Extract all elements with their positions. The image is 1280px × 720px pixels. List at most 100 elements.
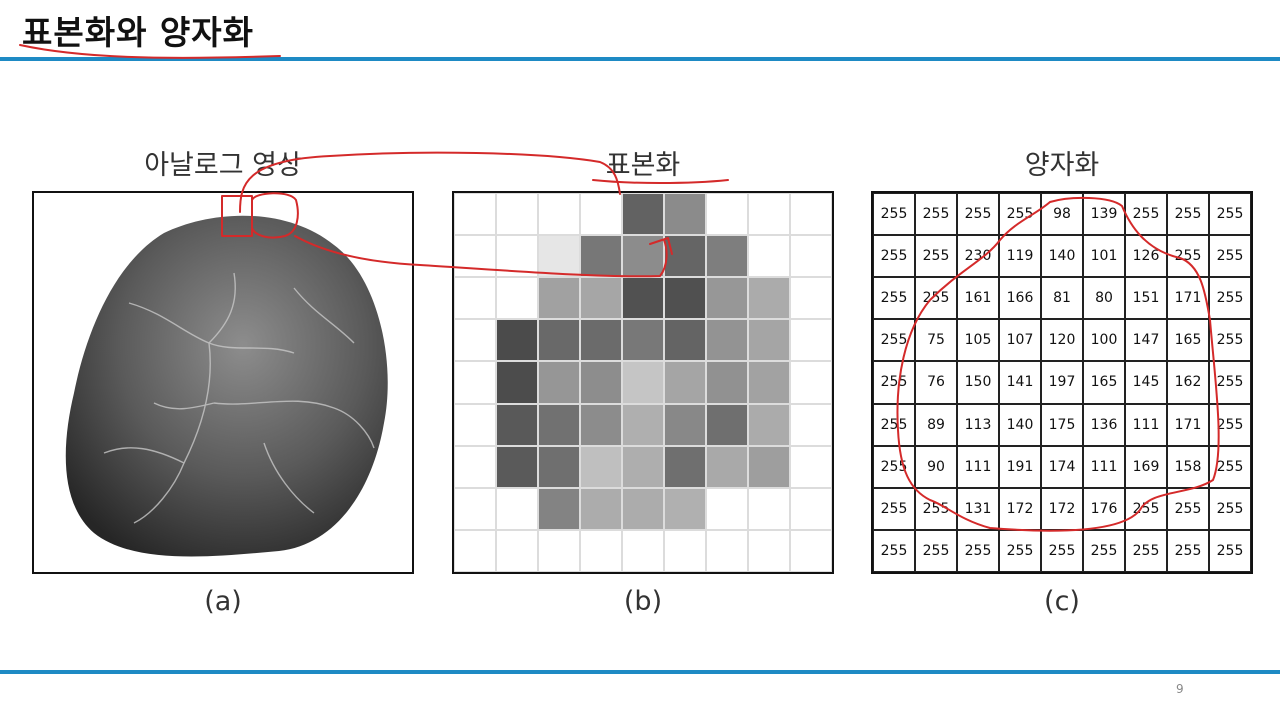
sampled-pixel — [664, 403, 706, 446]
sampled-pixel — [664, 235, 706, 278]
quantized-value-cell: 255 — [1209, 193, 1251, 236]
sampled-pixel — [580, 445, 622, 488]
sampled-pixel — [580, 487, 622, 530]
sampled-pixel — [454, 403, 496, 446]
quantized-value-cell: 255 — [873, 361, 915, 404]
sampling-panel — [452, 191, 834, 574]
quantized-value-cell: 230 — [957, 235, 999, 278]
quantized-value-cell: 255 — [1209, 445, 1251, 488]
sampled-pixel — [454, 487, 496, 530]
sampled-pixel — [580, 193, 622, 236]
quantized-value-cell: 255 — [915, 529, 957, 572]
sampled-pixel — [580, 529, 622, 572]
quantized-value-cell: 255 — [873, 445, 915, 488]
sampled-pixel — [622, 193, 664, 236]
sampled-pixel — [580, 403, 622, 446]
quantized-value-cell: 176 — [1083, 487, 1125, 530]
quantized-value-cell: 255 — [915, 277, 957, 320]
stone-image — [65, 215, 388, 557]
quantized-value-cell: 76 — [915, 361, 957, 404]
quantized-value-cell: 150 — [957, 361, 999, 404]
sampled-pixel — [748, 277, 790, 320]
sampled-pixel — [790, 319, 832, 362]
sampled-pixel — [538, 277, 580, 320]
quantized-value-cell: 136 — [1083, 403, 1125, 446]
quantized-value-cell: 255 — [873, 193, 915, 236]
sampled-pixel — [790, 235, 832, 278]
quantized-value-cell: 131 — [957, 487, 999, 530]
sampled-pixel — [580, 277, 622, 320]
quantized-value-cell: 111 — [1083, 445, 1125, 488]
quantized-value-cell: 169 — [1125, 445, 1167, 488]
sampled-pixel — [664, 361, 706, 404]
sampled-pixel — [538, 487, 580, 530]
quantized-value-cell: 126 — [1125, 235, 1167, 278]
quantized-value-cell: 141 — [999, 361, 1041, 404]
sampled-pixel — [454, 529, 496, 572]
quantized-value-cell: 161 — [957, 277, 999, 320]
quantized-value-cell: 162 — [1167, 361, 1209, 404]
quantized-value-cell: 139 — [1083, 193, 1125, 236]
quantized-value-cell: 111 — [1125, 403, 1167, 446]
sampled-pixel — [580, 319, 622, 362]
quantized-value-cell: 255 — [999, 529, 1041, 572]
quantized-value-cell: 174 — [1041, 445, 1083, 488]
top-divider — [0, 57, 1280, 61]
sampled-pixel — [664, 529, 706, 572]
sampled-pixel — [790, 529, 832, 572]
sampled-pixel — [790, 487, 832, 530]
quantized-value-cell: 165 — [1167, 319, 1209, 362]
sampled-pixel — [622, 487, 664, 530]
quantized-value-cell: 255 — [873, 487, 915, 530]
quantized-value-cell: 81 — [1041, 277, 1083, 320]
quantized-value-cell: 255 — [1209, 529, 1251, 572]
sampled-pixel — [706, 319, 748, 362]
sampled-pixel — [790, 277, 832, 320]
quantized-value-cell: 191 — [999, 445, 1041, 488]
quantized-value-cell: 255 — [1167, 487, 1209, 530]
quantized-value-cell: 107 — [999, 319, 1041, 362]
quantized-value-cell: 101 — [1083, 235, 1125, 278]
quantized-value-cell: 171 — [1167, 277, 1209, 320]
bottom-divider — [0, 670, 1280, 674]
quantized-value-cell: 172 — [1041, 487, 1083, 530]
sampled-pixel — [496, 193, 538, 236]
sampled-pixel — [664, 445, 706, 488]
quantized-value-cell: 89 — [915, 403, 957, 446]
sampled-pixel — [622, 445, 664, 488]
sampled-pixel — [748, 445, 790, 488]
sampled-pixel — [622, 277, 664, 320]
sampled-pixel — [748, 235, 790, 278]
analog-image-panel — [32, 191, 414, 574]
sampled-pixel — [622, 319, 664, 362]
quantized-value-cell: 255 — [915, 487, 957, 530]
quantized-value-cell: 255 — [915, 193, 957, 236]
quantized-value-cell: 140 — [1041, 235, 1083, 278]
quantized-value-cell: 166 — [999, 277, 1041, 320]
quantized-value-cell: 255 — [1125, 487, 1167, 530]
quantized-value-cell: 175 — [1041, 403, 1083, 446]
sampled-pixel — [580, 361, 622, 404]
sampling-heading: 표본화 — [605, 150, 681, 181]
quantized-value-cell: 255 — [1167, 529, 1209, 572]
quantized-value-cell: 255 — [1041, 529, 1083, 572]
quantized-value-cell: 255 — [1125, 529, 1167, 572]
sampled-pixel — [496, 277, 538, 320]
sampled-pixel — [496, 403, 538, 446]
sampled-pixel — [538, 361, 580, 404]
sampled-pixel — [454, 361, 496, 404]
sampled-pixel — [496, 445, 538, 488]
quantized-value-cell: 255 — [915, 235, 957, 278]
quantized-value-cell: 255 — [1125, 193, 1167, 236]
sampled-pixel — [538, 235, 580, 278]
quantized-value-cell: 255 — [873, 235, 915, 278]
quantized-value-cell: 255 — [1083, 529, 1125, 572]
sampled-pixel — [496, 487, 538, 530]
sampled-pixel — [538, 193, 580, 236]
quantized-value-cell: 255 — [957, 193, 999, 236]
sampled-pixel — [622, 235, 664, 278]
sampled-pixel — [748, 403, 790, 446]
page-number: 9 — [1176, 682, 1184, 696]
sampled-pixel — [790, 403, 832, 446]
